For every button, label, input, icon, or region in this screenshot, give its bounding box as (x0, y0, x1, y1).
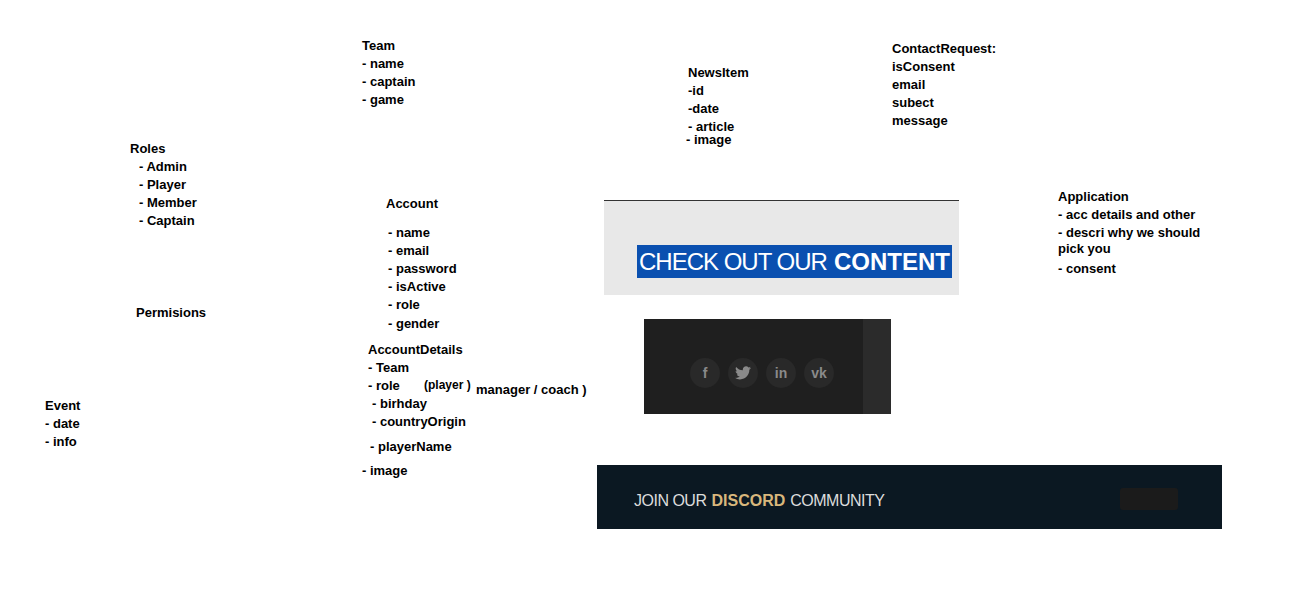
note-text: - Player (139, 177, 186, 193)
note-text: Account (386, 196, 438, 212)
note-text: - role (388, 297, 420, 313)
social-icon-text: in (766, 358, 796, 388)
note-text: -date (688, 101, 719, 117)
note-text: - role (368, 378, 400, 394)
note-text: (player ) (424, 377, 471, 393)
note-text: - game (362, 92, 404, 108)
note-text: email (892, 77, 925, 93)
note-text: - countryOrigin (372, 414, 466, 430)
bird-icon (735, 366, 751, 380)
note-text: - Member (139, 195, 197, 211)
note-text: - email (388, 243, 429, 259)
note-text: Event (45, 398, 80, 414)
note-text: - descri why we should pick you (1058, 225, 1218, 257)
discord-button (1120, 488, 1178, 510)
band-heading: JOIN OURDISCORDCOMMUNITY (634, 491, 889, 511)
heading-thin: COMMUNITY (790, 491, 884, 511)
note-text: - info (45, 434, 77, 450)
note-text: - playerName (370, 439, 452, 455)
selection-highlight: CHECK OUT OURCONTENT (637, 245, 952, 278)
note-text: - name (362, 56, 404, 72)
note-text: - date (45, 416, 80, 432)
note-text: - acc details and other (1058, 207, 1195, 223)
social-icon-text: vk (804, 358, 834, 388)
note-text: - captain (362, 74, 415, 90)
note-text: manager / coach ) (476, 382, 587, 398)
note-text: isConsent (892, 59, 955, 75)
note-text: Application (1058, 189, 1129, 205)
note-text: subect (892, 95, 934, 111)
social-icon (728, 358, 758, 388)
note-text: Permisions (136, 305, 206, 321)
note-text: ContactRequest: (892, 41, 996, 57)
heading-thin: JOIN OUR (634, 491, 706, 511)
note-text: - birhday (372, 396, 427, 412)
panel-strip (863, 319, 891, 414)
note-text: - Team (368, 360, 409, 376)
note-text: message (892, 113, 948, 129)
content-band: CHECK OUT OURCONTENT (604, 200, 959, 295)
heading-bold: CONTENT (834, 245, 950, 278)
social-panel: f invk (644, 319, 891, 414)
note-text: - password (388, 261, 457, 277)
social-icon-text: f (690, 358, 720, 388)
note-text: - isActive (388, 279, 446, 295)
note-text: Team (362, 38, 395, 54)
note-text: -id (688, 83, 704, 99)
note-text: NewsItem (688, 65, 749, 81)
note-text: - Captain (139, 213, 195, 229)
heading-thin: CHECK OUT OUR (639, 245, 827, 278)
note-text: - image (362, 463, 408, 479)
note-text: AccountDetails (368, 342, 463, 358)
heading-bold: DISCORD (711, 491, 785, 511)
note-text: - consent (1058, 261, 1116, 277)
note-text: - name (388, 225, 430, 241)
note-text: - gender (388, 316, 439, 332)
note-text: - Admin (139, 159, 187, 175)
note-text: Roles (130, 141, 165, 157)
discord-band: JOIN OURDISCORDCOMMUNITY (597, 465, 1222, 529)
note-text: - image (686, 132, 732, 148)
